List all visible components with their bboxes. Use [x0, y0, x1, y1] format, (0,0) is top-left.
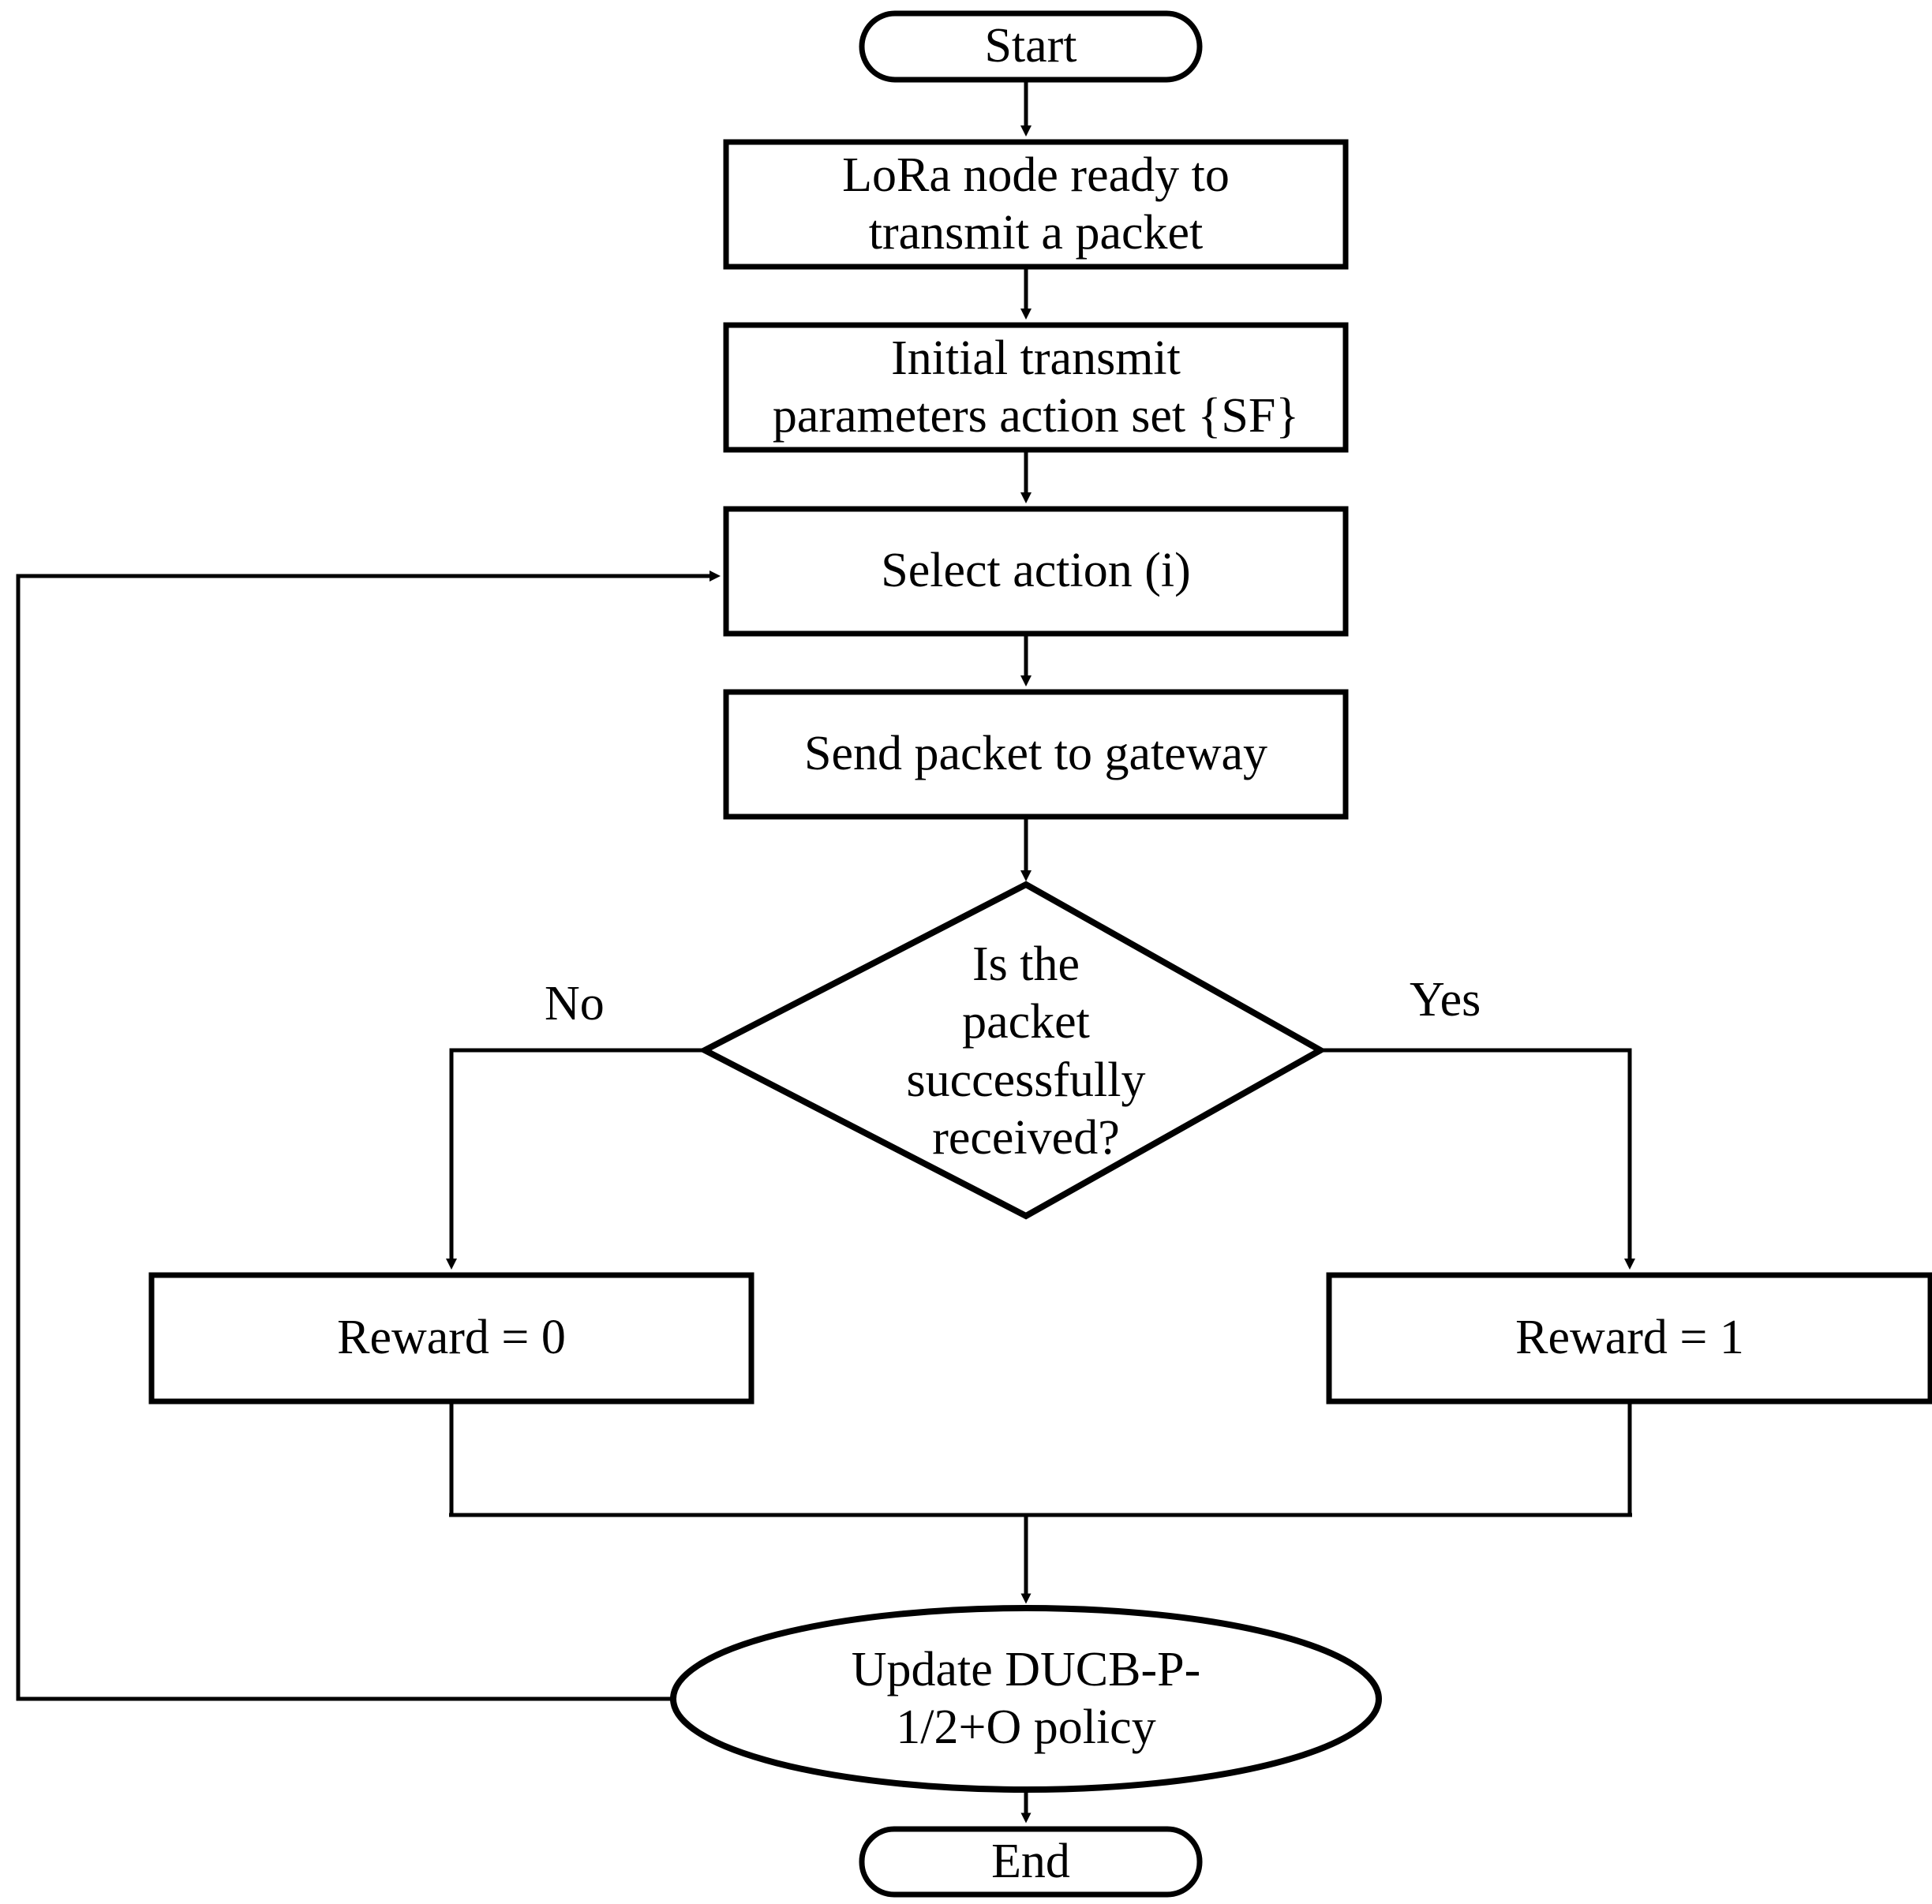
connector-feedback-loop-to-select-action: [16, 570, 721, 1701]
shape-start-terminator[interactable]: [859, 10, 1203, 83]
edge-label-yes: Yes: [1410, 973, 1481, 1027]
shape-reward-one-box[interactable]: [1326, 1272, 1932, 1405]
shape-reward-zero-box[interactable]: [148, 1272, 754, 1405]
shape-lora-ready-box[interactable]: [723, 139, 1349, 270]
shape-init-params-box[interactable]: [723, 322, 1349, 453]
edge-label-no: No: [545, 977, 605, 1031]
shape-update-policy-ellipse[interactable]: [670, 1605, 1382, 1793]
connector-decision-no-to-reward-zero: [446, 1048, 705, 1270]
connector-decision-yes-to-reward-one: [1320, 1048, 1635, 1270]
shape-select-action-box[interactable]: [723, 506, 1349, 637]
shape-decision-diamond[interactable]: [698, 881, 1327, 1220]
shape-end-terminator[interactable]: [859, 1826, 1203, 1898]
shape-send-packet-box[interactable]: [723, 689, 1349, 820]
